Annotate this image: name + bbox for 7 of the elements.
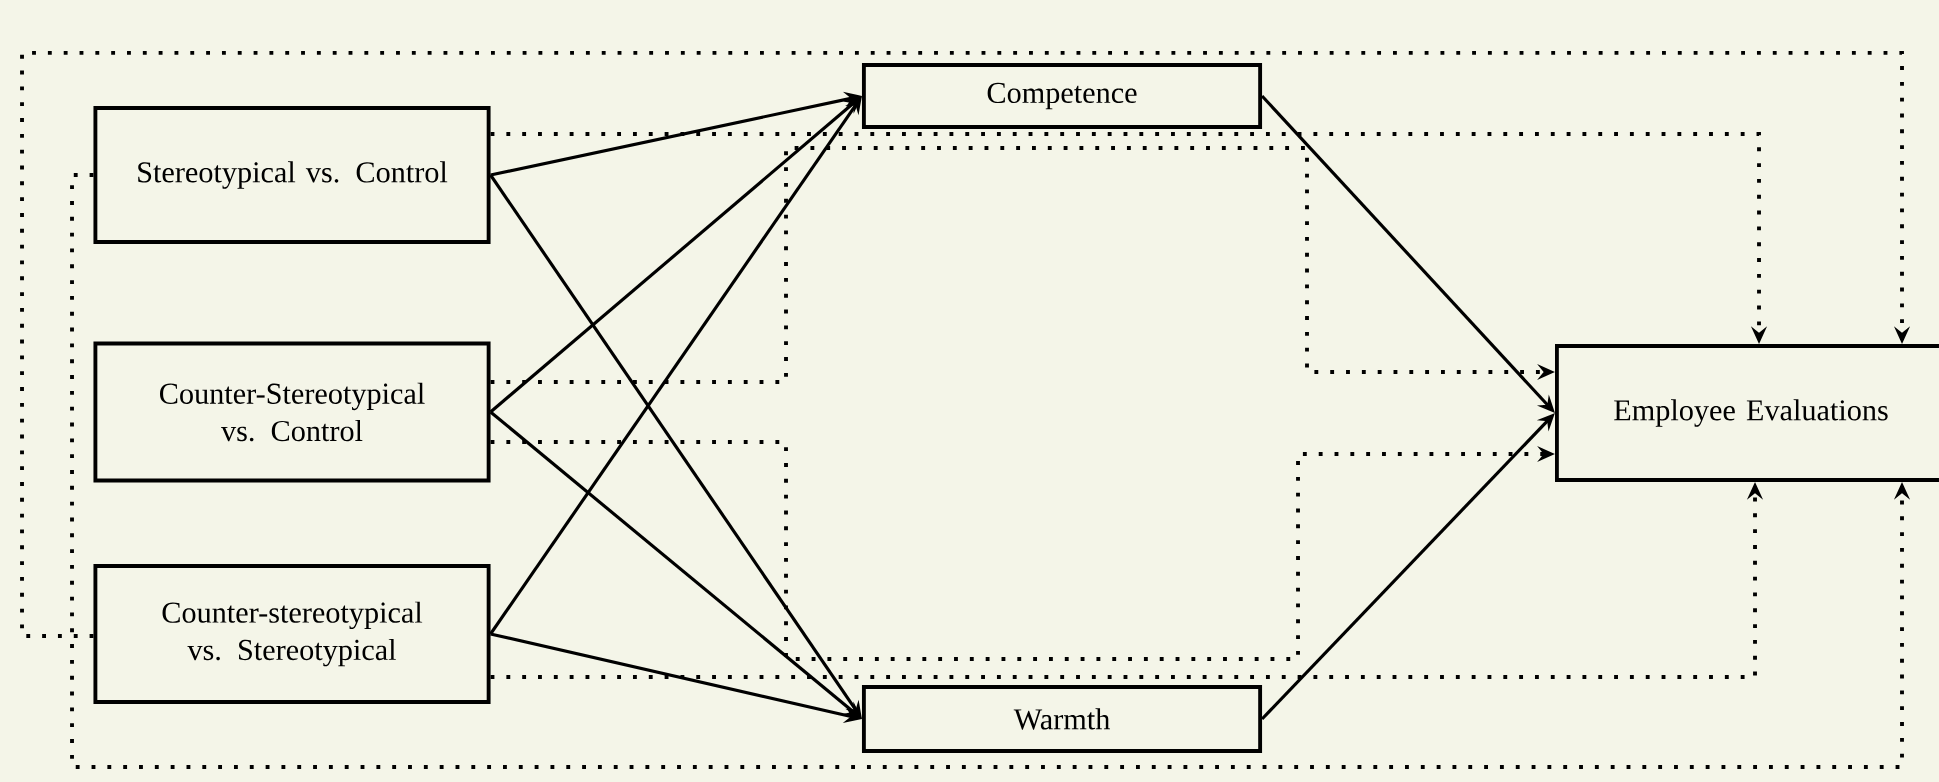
variable-box: Competence [861,63,1263,129]
variable-box: Stereotypical vs. Control [93,106,491,244]
variable-box: Employee Evaluations [1554,344,1939,482]
variable-box: Warmth [861,685,1263,753]
variable-box: Counter-stereotypical vs. Stereotypical [93,564,491,704]
dotted-arrow [20,50,1911,638]
variable-box: Counter-Stereotypical vs. Control [93,341,491,483]
